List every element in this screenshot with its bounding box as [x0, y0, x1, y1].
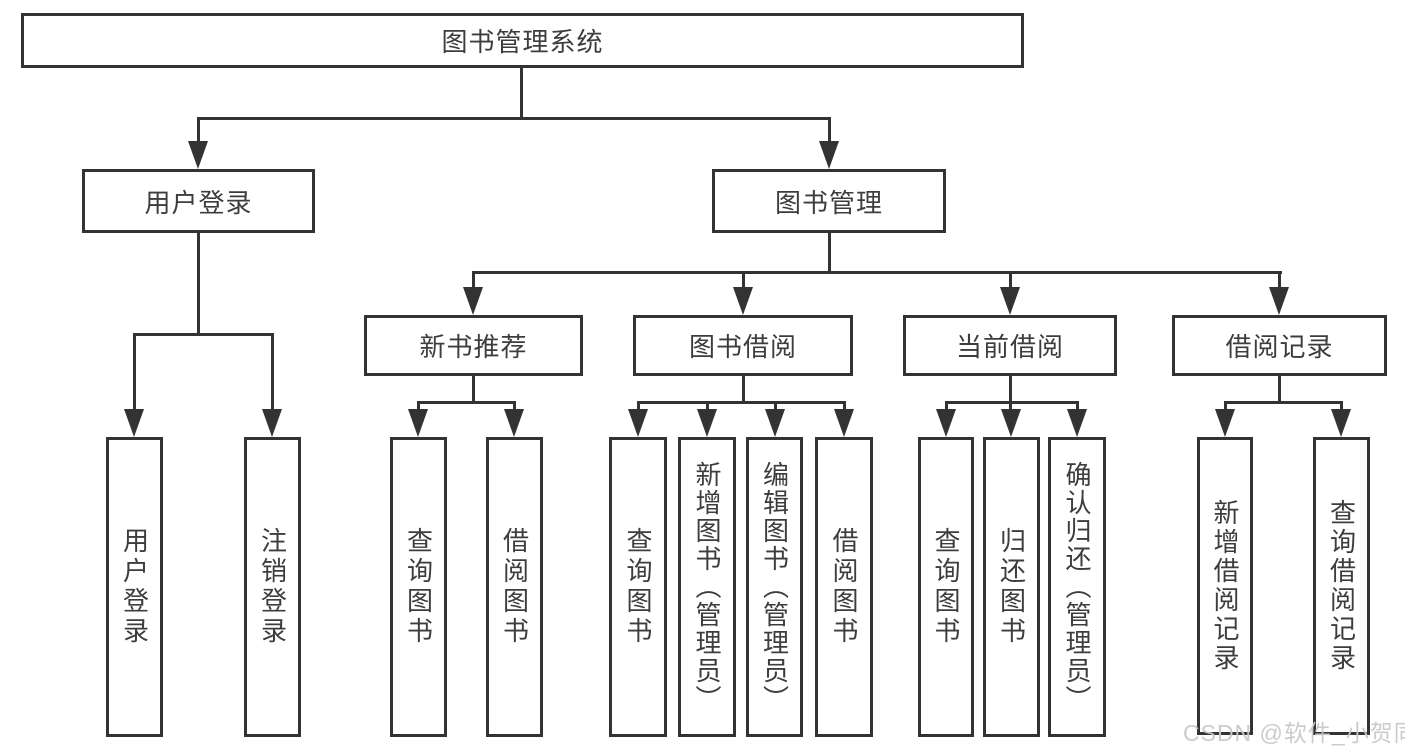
- node-bb-add-book: 新增图书（管理员）: [678, 437, 736, 737]
- connector-user-login-bar: [133, 333, 274, 336]
- arrow-to-ul-user-login: [124, 409, 144, 437]
- connector-root-user-login-stub: [197, 117, 200, 143]
- node-user-login: 用户登录: [82, 169, 315, 233]
- connector-book-mgmt-bar: [472, 271, 1282, 274]
- node-br-query-record: 查询借阅记录: [1313, 437, 1370, 735]
- arrow-to-bb-query: [628, 409, 648, 437]
- connector-ul-logout-stub: [271, 333, 274, 411]
- node-book-borrow: 图书借阅: [633, 315, 853, 376]
- connector-book-mgmt-stem: [828, 233, 831, 274]
- node-cb-confirm-return: 确认归还（管理员）: [1048, 437, 1106, 737]
- arrow-to-current-borrow: [1000, 287, 1020, 315]
- node-current-borrow: 当前借阅: [903, 315, 1117, 376]
- connector-nb-borrow-stub: [513, 401, 516, 411]
- node-nb-query-book: 查询图书: [390, 437, 447, 737]
- connector-root-bar: [197, 117, 831, 120]
- connector-cb-return-stub: [1009, 401, 1012, 411]
- connector-bb-add-stub: [706, 401, 709, 411]
- arrow-to-nb-borrow: [504, 409, 524, 437]
- connector-current-borrow-stub: [1009, 271, 1012, 289]
- arrow-to-bb-add: [697, 409, 717, 437]
- arrow-to-bb-borrow: [834, 409, 854, 437]
- connector-book-borrow-stub: [742, 271, 745, 289]
- arrow-to-new-book-rec: [463, 287, 483, 315]
- connector-bb-edit-stub: [774, 401, 777, 411]
- connector-br-bar: [1224, 401, 1343, 404]
- connector-nb-query-stub: [417, 401, 420, 411]
- connector-bb-query-stub: [637, 401, 640, 411]
- node-cb-query-book: 查询图书: [918, 437, 974, 737]
- connector-root-stem: [520, 68, 523, 118]
- node-cb-return-book: 归还图书: [983, 437, 1040, 737]
- node-bb-borrow-book: 借阅图书: [815, 437, 873, 737]
- connector-bb-bar: [637, 401, 846, 404]
- node-new-book-rec: 新书推荐: [364, 315, 583, 376]
- connector-ul-user-login-stub: [133, 333, 136, 411]
- arrow-to-cb-query: [936, 409, 956, 437]
- watermark: CSDN @软件_小贺同学: [1183, 720, 1405, 746]
- arrow-to-cb-confirm: [1067, 409, 1087, 437]
- arrow-to-user-login: [188, 141, 208, 169]
- connector-br-add-stub: [1224, 401, 1227, 411]
- connector-root-book-mgmt-stub: [828, 117, 831, 143]
- node-borrow-records: 借阅记录: [1172, 315, 1387, 376]
- arrow-to-borrow-records: [1269, 287, 1289, 315]
- connector-nb-stem: [472, 376, 475, 404]
- node-book-mgmt: 图书管理: [712, 169, 946, 233]
- arrow-to-br-add: [1215, 409, 1235, 437]
- node-bb-edit-book: 编辑图书（管理员）: [746, 437, 803, 737]
- connector-new-book-rec-stub: [472, 271, 475, 289]
- connector-br-stem: [1278, 376, 1281, 404]
- connector-nb-bar: [417, 401, 516, 404]
- node-root: 图书管理系统: [21, 13, 1024, 68]
- arrow-to-book-mgmt: [819, 141, 839, 169]
- connector-cb-bar: [945, 401, 1079, 404]
- connector-bb-borrow-stub: [843, 401, 846, 411]
- connector-cb-confirm-stub: [1076, 401, 1079, 411]
- arrow-to-bb-edit: [765, 409, 785, 437]
- connector-borrow-records-stub: [1278, 271, 1281, 289]
- node-bb-query-book: 查询图书: [609, 437, 667, 737]
- arrow-to-cb-return: [1001, 409, 1021, 437]
- node-ul-logout: 注销登录: [244, 437, 301, 737]
- connector-cb-query-stub: [945, 401, 948, 411]
- node-nb-borrow-book: 借阅图书: [486, 437, 543, 737]
- arrow-to-book-borrow: [733, 287, 753, 315]
- connector-user-login-stem: [197, 233, 200, 336]
- arrow-to-nb-query: [408, 409, 428, 437]
- node-br-add-record: 新增借阅记录: [1197, 437, 1253, 735]
- node-ul-user-login: 用户登录: [106, 437, 163, 737]
- arrow-to-ul-logout: [262, 409, 282, 437]
- connector-br-query-stub: [1340, 401, 1343, 411]
- connector-bb-stem: [742, 376, 745, 404]
- connector-cb-stem: [1009, 376, 1012, 404]
- arrow-to-br-query: [1331, 409, 1351, 437]
